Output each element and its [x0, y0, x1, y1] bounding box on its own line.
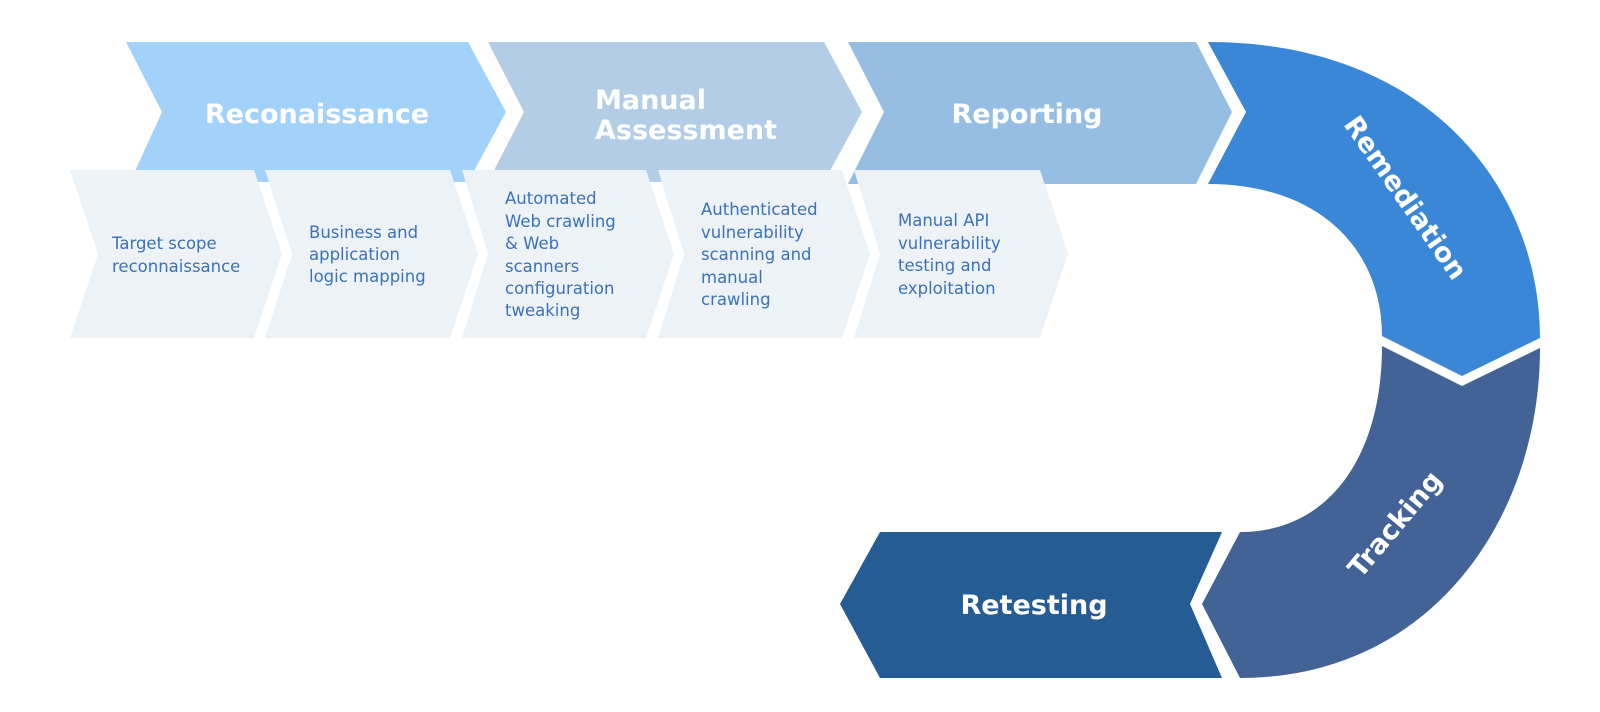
substep-label-line: manual	[701, 268, 763, 287]
stage-reconnaissance: Reconaissance	[126, 42, 506, 182]
substep-label-line: & Web	[505, 234, 559, 253]
substeps-row: Target scope reconnaissance Business and…	[70, 170, 1068, 338]
stage-retesting: Retesting	[840, 532, 1222, 678]
substep-label-line: exploitation	[898, 279, 996, 298]
stage-manual-assessment-label-line1: Manual	[595, 85, 706, 116]
substep-shape	[854, 170, 1068, 338]
substep-label-line: Authenticated	[701, 200, 818, 219]
stage-remediation-shape	[1208, 42, 1540, 376]
substep-label-line: tweaking	[505, 301, 580, 320]
stage-tracking-shape	[1202, 346, 1540, 678]
substep-shape	[265, 170, 478, 338]
stage-reconnaissance-label: Reconaissance	[205, 99, 429, 130]
substep-label-line: vulnerability	[701, 223, 804, 242]
substep-target-scope: Target scope reconnaissance	[70, 170, 282, 338]
stage-retesting-label: Retesting	[960, 590, 1107, 621]
substep-business-logic: Business and application logic mapping	[265, 170, 478, 338]
stage-remediation: Remediation	[1208, 42, 1540, 376]
substep-label-line: Automated	[505, 189, 597, 208]
substep-label-line: testing and	[898, 256, 992, 275]
stage-retesting-shape	[840, 532, 1222, 678]
stage-reconnaissance-shape	[126, 42, 506, 182]
stage-tracking: Tracking	[1202, 346, 1540, 678]
stage-reporting-label: Reporting	[951, 99, 1102, 130]
substep-label-line: reconnaissance	[112, 257, 240, 276]
stage-manual-assessment-shape	[488, 42, 862, 182]
substep-label-line: Target scope	[111, 234, 217, 253]
stage-reporting: Reporting	[848, 42, 1232, 184]
substep-label-line: scanning and	[701, 245, 812, 264]
stage-manual-assessment: Manual Assessment	[488, 42, 862, 182]
substep-shape	[70, 170, 282, 338]
substep-authenticated-scanning: Authenticated vulnerability scanning and…	[658, 170, 870, 338]
substep-automated-crawling: Automated Web crawling & Web scanners co…	[462, 170, 674, 338]
substep-label-line: logic mapping	[309, 267, 426, 286]
substep-label-line: vulnerability	[898, 234, 1001, 253]
substep-label-line: crawling	[701, 290, 771, 309]
substep-shape	[658, 170, 870, 338]
substep-label-line: scanners	[505, 257, 579, 276]
substep-label-line: Business and	[309, 223, 418, 242]
substep-label-line: application	[309, 245, 400, 264]
substep-label-line: Web crawling	[505, 212, 616, 231]
stage-manual-assessment-label-line2: Assessment	[595, 115, 777, 146]
substep-manual-api: Manual API vulnerability testing and exp…	[854, 170, 1068, 338]
substep-label-line: Manual API	[898, 211, 989, 230]
substep-shape	[462, 170, 674, 338]
substep-label-line: configuration	[505, 279, 614, 298]
stage-reporting-shape	[848, 42, 1232, 184]
